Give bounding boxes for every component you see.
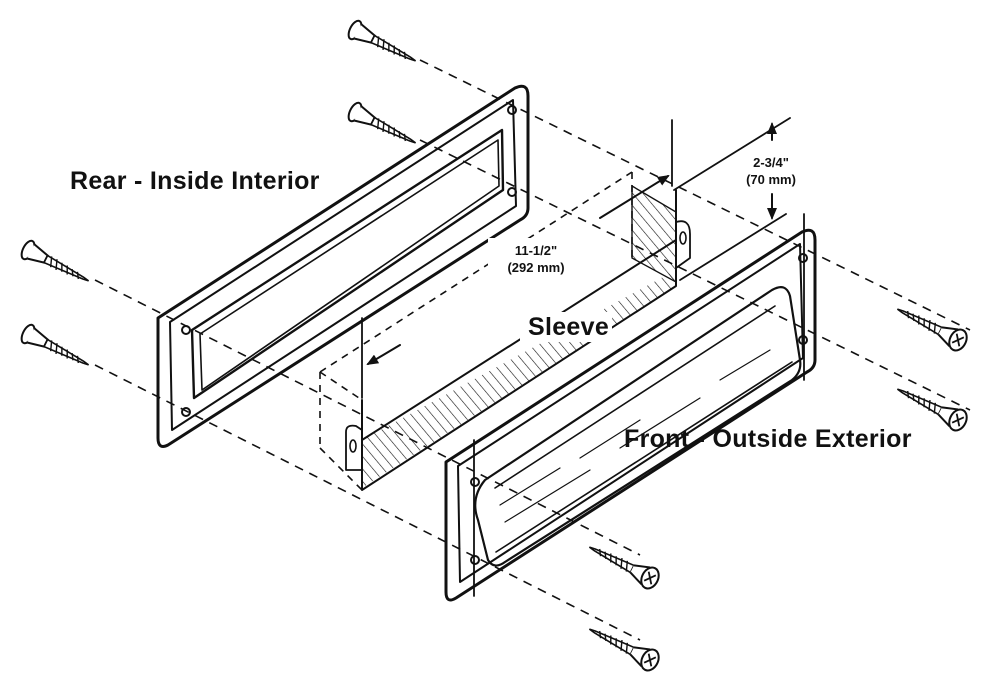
length-imperial-label: 11-1/2": [515, 243, 557, 258]
extension-lines: [361, 117, 805, 597]
rear-plate: [156, 84, 530, 448]
front-label: Front - Outside Exterior: [624, 425, 912, 453]
length-metric-label: (292 mm): [507, 260, 564, 275]
dimension-length-arrow: [366, 174, 670, 366]
sleeve-label: Sleeve: [528, 313, 609, 341]
label-background-masks: [488, 150, 802, 342]
rear-label: Rear - Inside Interior: [70, 167, 320, 195]
wood-screw-icon: [18, 17, 972, 675]
height-imperial-label: 2-3/4": [753, 155, 789, 170]
front-plate: [444, 228, 817, 602]
height-metric-label: (70 mm): [746, 172, 796, 187]
